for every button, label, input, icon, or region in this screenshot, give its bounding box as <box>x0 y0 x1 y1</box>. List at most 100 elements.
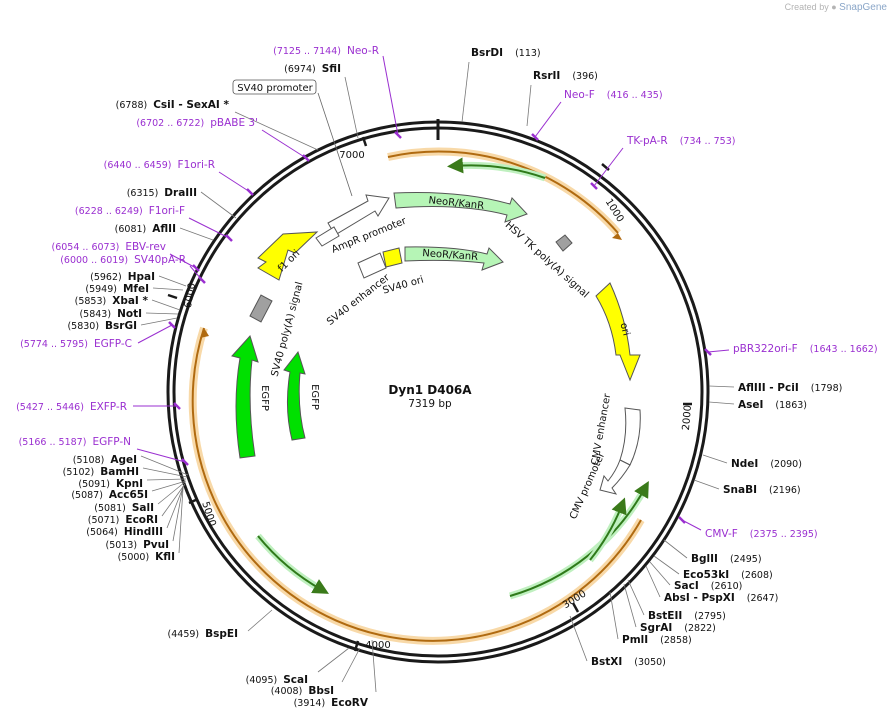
site-leader <box>161 483 186 517</box>
site-leader <box>461 61 470 123</box>
orf-arc-bottom <box>191 327 642 642</box>
ampr-promoter-arrow <box>327 194 390 236</box>
primer-leader <box>188 217 230 239</box>
restriction-site-label[interactable]: (5064)HindIII <box>86 526 163 538</box>
restriction-site-label[interactable]: BstXI(3050) <box>591 656 666 668</box>
primer-label[interactable]: CMV-F(2375 .. 2395) <box>705 528 818 540</box>
site-leader <box>179 227 214 241</box>
primer-label[interactable]: (5166 .. 5187)EGFP-N <box>19 436 131 448</box>
site-leader <box>158 275 187 287</box>
primer-label[interactable]: (6054 .. 6073)EBV-rev <box>52 241 167 253</box>
primer-label[interactable]: pBR322ori-F(1643 .. 1662) <box>733 343 878 355</box>
site-leader <box>234 111 319 151</box>
site-leader <box>344 76 359 139</box>
primer-label[interactable]: (6000 .. 6019)SV40pA-R <box>60 254 186 266</box>
restriction-site-label[interactable]: (6788)CsiI - SexAI * <box>116 99 230 111</box>
primer-label[interactable]: TK-pA-R(734 .. 753) <box>626 135 735 147</box>
orf-green-bl <box>257 535 329 594</box>
tick-mark <box>571 602 580 613</box>
tick-mark <box>167 293 178 300</box>
primer-label[interactable]: (6440 .. 6459)F1ori-R <box>104 159 215 171</box>
primer-leader <box>593 147 624 187</box>
primer-binding-mark <box>302 154 310 162</box>
tick-mark <box>188 497 199 505</box>
restriction-site-label[interactable]: (5013)PvuI <box>105 539 169 551</box>
primer-binding-mark <box>192 264 200 272</box>
restriction-site-label[interactable]: Eco53kI(2608) <box>683 569 773 581</box>
restriction-site-label[interactable]: RsrII(396) <box>533 70 598 82</box>
ori-label: ori <box>617 322 631 337</box>
restriction-site-label[interactable]: (6315)DraIII <box>127 187 197 199</box>
site-leader <box>317 647 350 673</box>
restriction-site-label[interactable]: (5102)BamHI <box>63 466 139 478</box>
egfp-inner-label: EGFP <box>309 384 320 410</box>
neor-inner-label: NeoR/KanR <box>422 248 479 263</box>
tick-label: 2000 <box>681 405 694 431</box>
primer-binding-mark <box>246 188 254 196</box>
restriction-site-label[interactable]: (5087)Acc65I <box>71 489 148 501</box>
site-leader <box>649 561 671 586</box>
primer-label[interactable]: Neo-F(416 .. 435) <box>564 89 663 101</box>
restriction-site-label[interactable]: (5843)NotI <box>79 308 142 320</box>
restriction-site-label[interactable]: (5000)KflI <box>118 551 175 563</box>
restriction-site-label[interactable]: (5081)SalI <box>94 502 154 514</box>
credit-prefix: Created by <box>784 2 829 12</box>
site-leader <box>702 454 728 464</box>
restriction-site-label[interactable]: (5949)MfeI <box>85 283 149 295</box>
restriction-site-label[interactable]: (5853)XbaI * <box>75 295 149 307</box>
restriction-site-label[interactable]: (3914)EcoRV <box>294 697 369 709</box>
site-leader <box>623 583 637 628</box>
restriction-site-label[interactable]: BsrDI(113) <box>471 47 541 59</box>
restriction-site-label[interactable]: (5091)KpnI <box>78 478 143 490</box>
hsv-tk-label: HSV TK poly(A) signal <box>503 220 591 301</box>
restriction-site-label[interactable]: (6081)AflII <box>115 223 176 235</box>
neor-outer-arrow <box>393 191 528 223</box>
restriction-site-label[interactable]: SacI(2610) <box>674 580 742 592</box>
restriction-site-label[interactable]: (5108)AgeI <box>73 454 137 466</box>
primer-binding-mark <box>394 131 402 139</box>
site-leader <box>569 615 588 662</box>
sv40-promoter-label: SV40 promoter <box>237 83 313 94</box>
restriction-site-label[interactable]: (4095)ScaI <box>246 674 308 686</box>
tick-mark <box>353 640 360 652</box>
primer-label[interactable]: (6228 .. 6249)F1ori-F <box>75 205 185 217</box>
primer-binding-mark <box>704 348 712 356</box>
restriction-site-label[interactable]: (4008)BbsI <box>271 685 334 697</box>
site-leader <box>653 555 680 575</box>
restriction-site-label[interactable]: (4459)BspEI <box>168 628 238 640</box>
f1-ori-arrow <box>257 231 319 281</box>
egfp-outer-label: EGFP <box>259 385 270 411</box>
restriction-site-label[interactable]: PmlI(2858) <box>622 634 692 646</box>
restriction-site-label[interactable]: (5962)HpaI <box>90 271 155 283</box>
tick-mark <box>601 163 610 171</box>
restriction-site-label[interactable]: AbsI - PspXI(2647) <box>664 592 778 604</box>
restriction-site-label[interactable]: SgrAI(2822) <box>640 622 716 634</box>
primer-leader <box>169 253 197 269</box>
site-leader <box>145 312 179 315</box>
primer-label[interactable]: (5774 .. 5795)EGFP-C <box>20 338 132 350</box>
site-leader <box>157 481 186 505</box>
restriction-site-label[interactable]: AseI(1863) <box>738 399 807 411</box>
site-leader <box>708 385 735 388</box>
restriction-site-label[interactable]: BglII(2495) <box>691 553 762 565</box>
primer-binding-mark <box>168 321 176 329</box>
neor-inner-arrow <box>404 246 504 271</box>
cmv-enhancer-arrow <box>619 407 641 466</box>
primer-label[interactable]: (5427 .. 5446)EXFP-R <box>16 401 127 413</box>
site-leader <box>609 591 619 640</box>
primer-leader <box>534 101 562 138</box>
restriction-site-label[interactable]: NdeI(2090) <box>731 458 802 470</box>
site-leader <box>142 467 188 478</box>
restriction-site-label[interactable]: (6974)SfiI <box>284 63 341 75</box>
primer-label[interactable]: (6702 .. 6722)pBABE 3' <box>136 117 258 129</box>
egfp-inner-arrow <box>283 350 306 441</box>
restriction-site-label[interactable]: BstEII(2795) <box>648 610 726 622</box>
snapgene-credit: Created by ● SnapGene <box>785 2 887 13</box>
restriction-site-label[interactable]: AflIII - PciI(1798) <box>738 382 842 394</box>
sv40-promoter-leader <box>317 92 353 197</box>
restriction-site-label[interactable]: (5071)EcoRI <box>88 514 158 526</box>
sv40-promoter-box <box>232 79 317 95</box>
restriction-site-label[interactable]: (5830)BsrGI <box>67 320 137 332</box>
primer-label[interactable]: (7125 .. 7144)Neo-R <box>273 45 379 57</box>
restriction-site-label[interactable]: SnaBI(2196) <box>723 484 801 496</box>
